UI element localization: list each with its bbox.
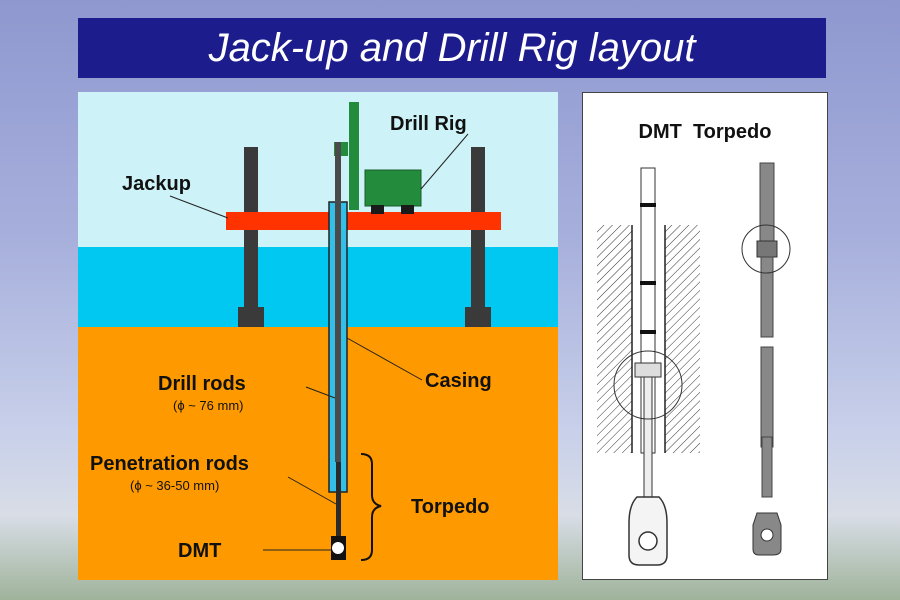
leader-casing — [346, 337, 423, 381]
dmt-membrane — [332, 542, 344, 554]
label-torpedo: Torpedo — [411, 496, 490, 518]
dmt-torpedo-panel: DMT Torpedo — [582, 92, 828, 580]
detail-circle-left — [613, 350, 683, 420]
leader-drill-rods — [305, 386, 336, 399]
torpedo-coupling — [756, 240, 778, 258]
label-drill-rods: Drill rods — [158, 373, 246, 395]
casing-joint — [640, 281, 656, 285]
leader-drill-rig — [420, 133, 469, 190]
soil-layer — [78, 327, 558, 580]
slide-title: Jack-up and Drill Rig layout — [208, 25, 696, 70]
label-jackup: Jackup — [122, 173, 191, 195]
dmt-membrane-right — [760, 528, 774, 542]
detail-circle-right — [741, 224, 791, 274]
leg-foot-right — [465, 307, 491, 327]
leg-foot-left — [238, 307, 264, 327]
title-banner: Jack-up and Drill Rig layout — [78, 18, 826, 78]
torpedo-rod-middle — [760, 256, 774, 338]
label-penetration-rods-dim: (ϕ ~ 36-50 mm) — [130, 478, 219, 493]
dmt-coupling — [634, 362, 662, 378]
leader-jackup — [169, 195, 229, 219]
dmt-blade-left — [628, 496, 668, 566]
rig-wheel-right — [401, 205, 414, 214]
jackup-leg-right — [471, 147, 485, 317]
jackup-leg-left — [244, 147, 258, 317]
torpedo-rod-tip — [761, 436, 773, 498]
penetration-rods — [336, 462, 341, 537]
soil-hatch-left — [597, 225, 632, 453]
rig-mast — [349, 102, 359, 210]
penetration-rod — [643, 376, 653, 498]
label-penetration-rods: Penetration rods — [90, 453, 249, 475]
label-drill-rig: Drill Rig — [390, 113, 467, 135]
casing-joint — [640, 203, 656, 207]
jackup-platform — [226, 212, 501, 230]
jackup-layout-svg: Drill Rig Jackup Drill rods (ϕ ~ 76 mm) … — [78, 92, 558, 580]
torpedo-rod-upper — [759, 162, 775, 244]
label-casing: Casing — [425, 370, 492, 392]
rig-wheel-left — [371, 205, 384, 214]
leader-penetration-rods — [287, 476, 337, 505]
casing-joint — [640, 330, 656, 334]
label-drill-rods-dim: (ϕ ~ 76 mm) — [173, 398, 243, 413]
dmt-torpedo-svg: DMT Torpedo — [597, 121, 791, 566]
torpedo-bracket — [360, 453, 382, 561]
torpedo-rod-lower — [760, 346, 774, 448]
soil-hatch-right — [665, 225, 700, 453]
drill-rig-body — [364, 169, 422, 207]
dmt-membrane-left — [638, 531, 658, 551]
label-dmt: DMT — [178, 540, 221, 562]
jackup-layout-diagram: Drill Rig Jackup Drill rods (ϕ ~ 76 mm) … — [78, 92, 558, 580]
drill-rods — [335, 142, 341, 462]
right-panel-title: DMT Torpedo — [639, 121, 772, 143]
